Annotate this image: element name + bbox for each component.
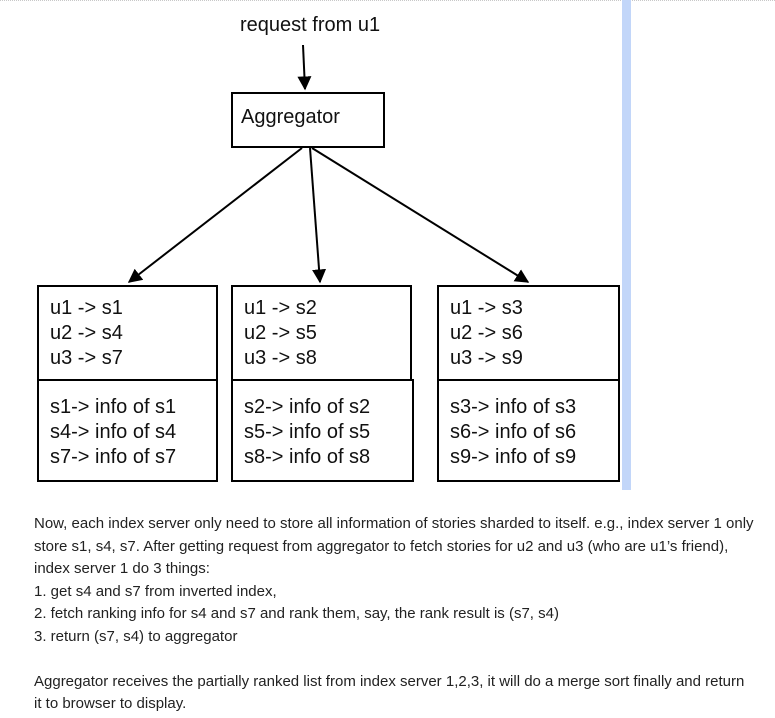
server-1-info-line: s1-> info of s1 <box>50 396 177 418</box>
aggregator-box: Aggregator <box>231 92 385 148</box>
server-2-mapping-line: u2 -> s5 <box>244 322 317 344</box>
index-server-3-info-box: s3-> info of s3 s6-> info of s6 s9-> inf… <box>437 379 620 482</box>
index-server-1-mapping-box: u1 -> s1 u2 -> s4 u3 -> s7 <box>37 285 218 381</box>
server-3-mapping-line: u3 -> s9 <box>450 347 523 369</box>
explanation-text: Now, each index server only need to stor… <box>34 513 754 716</box>
server-1-info-line: s7-> info of s7 <box>50 446 177 468</box>
request-arrow <box>297 44 312 91</box>
diagram-arrows <box>127 44 530 284</box>
request-label: request from u1 <box>240 14 381 36</box>
index-server-3-mapping-box: u1 -> s3 u2 -> s6 u3 -> s9 <box>437 285 620 381</box>
architecture-diagram: request from u1 Aggregator u1 -> s1 u2 -… <box>37 14 620 482</box>
server-2-mapping-line: u1 -> s2 <box>244 297 317 319</box>
paragraph-conclusion: Aggregator receives the partially ranked… <box>34 672 745 713</box>
step-2: 2. fetch ranking info for s4 and s7 and … <box>34 605 559 622</box>
index-server-1-info-box: s1-> info of s1 s4-> info of s4 s7-> inf… <box>37 379 218 482</box>
index-server-2-info-box: s2-> info of s2 s5-> info of s5 s8-> inf… <box>231 379 414 482</box>
paragraph-intro: Now, each index server only need to stor… <box>34 515 754 577</box>
server-1-mapping-line: u1 -> s1 <box>50 297 123 319</box>
arrow-to-server-3 <box>311 147 530 283</box>
server-1-mapping-line: u3 -> s7 <box>50 347 123 369</box>
step-3: 3. return (s7, s4) to aggregator <box>34 627 238 645</box>
paragraph-gap <box>34 648 754 671</box>
server-2-info-line: s5-> info of s5 <box>244 421 371 443</box>
arrow-to-server-1 <box>127 147 303 283</box>
server-2-info-line: s8-> info of s8 <box>244 446 371 468</box>
server-3-info-line: s6-> info of s6 <box>450 421 577 443</box>
server-3-mapping-line: u2 -> s6 <box>450 322 523 344</box>
arrow-to-server-2 <box>309 147 327 284</box>
top-divider <box>0 0 775 1</box>
server-2-mapping-line: u3 -> s8 <box>244 347 317 369</box>
server-2-info-line: s2-> info of s2 <box>244 396 371 418</box>
server-1-mapping-line: u2 -> s4 <box>50 322 123 344</box>
aggregator-label: Aggregator <box>241 106 340 128</box>
server-3-info-line: s9-> info of s9 <box>450 446 577 468</box>
server-3-info-line: s3-> info of s3 <box>450 396 577 418</box>
selection-accent-bar <box>622 0 631 490</box>
step-1: 1. get s4 and s7 from inverted index, <box>34 582 277 600</box>
server-1-info-line: s4-> info of s4 <box>50 421 177 443</box>
index-server-2-mapping-box: u1 -> s2 u2 -> s5 u3 -> s8 <box>231 285 412 381</box>
server-3-mapping-line: u1 -> s3 <box>450 297 523 319</box>
